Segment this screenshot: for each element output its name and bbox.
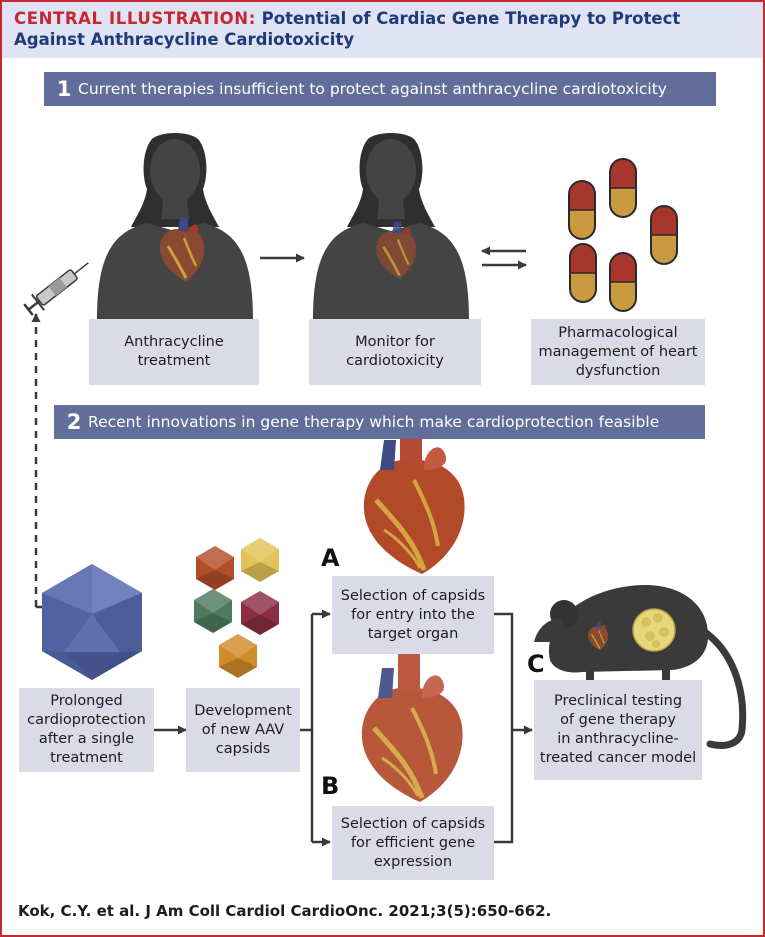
aav-capsid-icon bbox=[241, 591, 279, 635]
citation: Kok, C.Y. et al. J Am Coll Cardiol Cardi… bbox=[18, 902, 552, 920]
aav-capsid-icon bbox=[241, 538, 279, 582]
box-development-aav: Development of new AAV capsids bbox=[186, 688, 300, 772]
section-1-bar: 1 Current therapies insufficient to prote… bbox=[44, 72, 716, 106]
aav-capsid-icon bbox=[42, 564, 142, 680]
section-2-number: 2 bbox=[66, 410, 82, 434]
pill-capsule-icon bbox=[609, 252, 637, 312]
section-1-label: Current therapies insufficient to protec… bbox=[78, 80, 667, 98]
label-c: C bbox=[527, 650, 545, 678]
title-prefix: CENTRAL ILLUSTRATION: bbox=[14, 9, 256, 28]
aav-capsid-icon bbox=[196, 546, 234, 590]
box-selection-b-text: Selection of capsids for efficient gene … bbox=[340, 815, 486, 870]
title-line-2: Against Anthracycline Cardiotoxicity bbox=[14, 30, 355, 49]
box-development-aav-text: Development of new AAV capsids bbox=[194, 702, 292, 757]
box-monitor-cardiotoxicity-text: Monitor for cardiotoxicity bbox=[346, 334, 444, 369]
pill-capsule-icon bbox=[609, 158, 637, 218]
pill-capsule-icon bbox=[569, 243, 597, 303]
label-a: A bbox=[321, 544, 340, 572]
box-prolonged-cardioprotection-text: Prolonged cardioprotection after a singl… bbox=[27, 693, 146, 766]
syringe-icon bbox=[23, 262, 89, 316]
heart-icon bbox=[364, 421, 465, 575]
box-pharmacological-management: Pharmacological management of heart dysf… bbox=[531, 319, 705, 385]
aav-capsid-icon bbox=[219, 634, 257, 678]
pill-capsule-icon bbox=[650, 205, 678, 265]
box-preclinical-testing: Preclinical testing of gene therapy in a… bbox=[534, 680, 702, 780]
box-preclinical-testing-text: Preclinical testing of gene therapy in a… bbox=[539, 693, 697, 766]
box-selection-a-text: Selection of capsids for entry into the … bbox=[340, 587, 486, 642]
aav-capsid-icon bbox=[194, 589, 232, 633]
title-bar: CENTRAL ILLUSTRATION: Potential of Cardi… bbox=[2, 2, 763, 58]
section-1-number: 1 bbox=[56, 77, 72, 101]
box-selection-a: Selection of capsids for entry into the … bbox=[332, 576, 494, 654]
box-pharmacological-management-text: Pharmacological management of heart dysf… bbox=[538, 324, 698, 379]
section-2-label: Recent innovations in gene therapy which… bbox=[88, 413, 660, 431]
title-line-1: CENTRAL ILLUSTRATION: Potential of Cardi… bbox=[14, 9, 680, 29]
box-selection-b: Selection of capsids for efficient gene … bbox=[332, 806, 494, 880]
box-anthracycline-treatment-text: Anthracycline treatment bbox=[124, 334, 224, 369]
title-text-1: Potential of Cardiac Gene Therapy to Pro… bbox=[261, 9, 681, 28]
heart-icon bbox=[362, 649, 463, 803]
tumor-icon bbox=[632, 608, 676, 652]
box-anthracycline-treatment: Anthracycline treatment bbox=[89, 319, 259, 385]
box-monitor-cardiotoxicity: Monitor for cardiotoxicity bbox=[309, 319, 481, 385]
branch-up bbox=[300, 614, 314, 732]
woman-silhouette-icon bbox=[97, 133, 253, 319]
merge-connector bbox=[494, 612, 514, 844]
pill-capsule-icon bbox=[568, 180, 596, 240]
section-2-bar: 2 Recent innovations in gene therapy whic… bbox=[54, 405, 705, 439]
label-b: B bbox=[321, 772, 340, 800]
mouse-icon bbox=[534, 584, 747, 749]
box-prolonged-cardioprotection: Prolonged cardioprotection after a singl… bbox=[19, 688, 154, 772]
woman-silhouette-icon bbox=[313, 133, 469, 319]
